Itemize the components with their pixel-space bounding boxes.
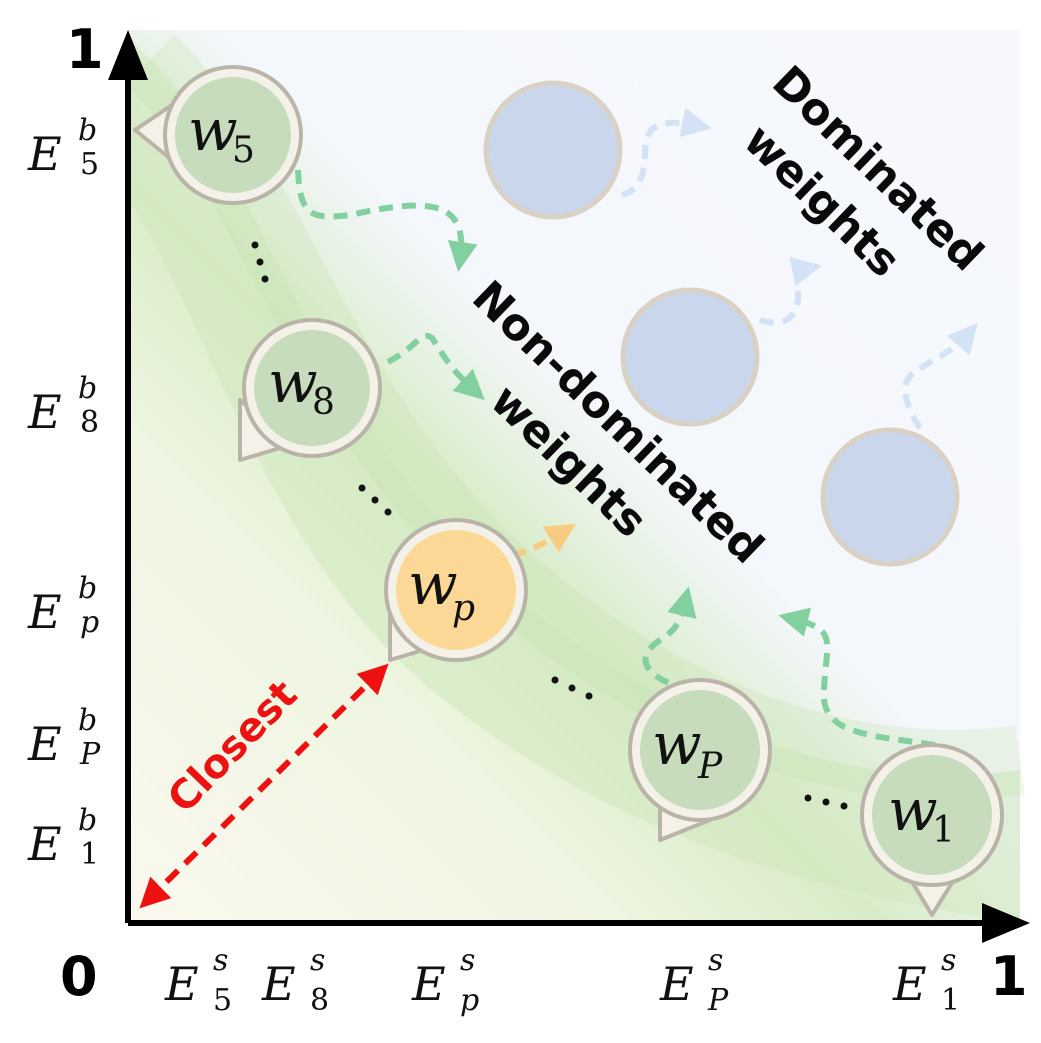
x-axis-end-label: 1 — [990, 945, 1028, 1008]
move-arrow-dominated-2 — [759, 256, 822, 326]
y-tick-label-p: E b p — [27, 571, 99, 640]
weight-pin-w8: w 8 — [238, 318, 382, 462]
dominated-weight — [483, 80, 623, 220]
x-tick-label-5: E s 5 — [164, 943, 232, 1018]
svg-text:E: E — [27, 817, 62, 871]
svg-text:p: p — [80, 605, 99, 640]
svg-text:1: 1 — [80, 837, 99, 872]
move-arrow-w8 — [386, 332, 485, 401]
x-tick-label-P: E s P — [659, 943, 729, 1018]
svg-text:1: 1 — [932, 810, 955, 851]
y-tick-label-5: E b 5 — [27, 113, 99, 182]
x-tick-label-p: E s p — [411, 943, 479, 1018]
x-tick-label-1: E s 1 — [892, 943, 960, 1018]
move-arrow-w5 — [295, 169, 478, 272]
svg-text:E: E — [164, 957, 199, 1011]
svg-text:5: 5 — [232, 130, 255, 171]
svg-text:p: p — [452, 588, 475, 629]
svg-text:s: s — [708, 943, 723, 978]
svg-text:b: b — [78, 703, 97, 738]
svg-text:s: s — [213, 943, 228, 978]
svg-text:w: w — [652, 710, 702, 778]
weight-pin-w1: w 1 — [860, 743, 1004, 917]
move-arrow-w1 — [778, 607, 936, 748]
svg-text:E: E — [659, 957, 694, 1011]
weight-pin-w5: w 5 — [133, 65, 303, 205]
svg-text:s: s — [310, 943, 325, 978]
y-tick-label-1: E b 1 — [27, 803, 99, 872]
svg-text:E: E — [892, 957, 927, 1011]
svg-text:1: 1 — [941, 983, 960, 1018]
svg-text:P: P — [697, 746, 723, 787]
y-tick-label-P: E b P — [27, 703, 101, 772]
closest-arrow — [139, 663, 389, 909]
svg-text:8: 8 — [310, 983, 329, 1018]
move-arrow-wP — [642, 586, 697, 693]
svg-text:5: 5 — [213, 983, 232, 1018]
svg-text:s: s — [460, 943, 475, 978]
svg-text:w: w — [188, 96, 238, 164]
x-tick-label-8: E s 8 — [261, 943, 329, 1018]
svg-text:E: E — [27, 127, 62, 181]
svg-text:E: E — [27, 385, 62, 439]
dominated-weight — [820, 427, 960, 567]
svg-text:E: E — [411, 957, 446, 1011]
svg-text:b: b — [78, 113, 97, 148]
svg-text:b: b — [78, 803, 97, 838]
dominated-weight — [620, 287, 760, 427]
svg-text:8: 8 — [312, 382, 335, 423]
svg-text:w: w — [408, 550, 458, 618]
svg-text:b: b — [78, 371, 97, 406]
svg-text:8: 8 — [80, 405, 99, 440]
ellipsis-dots — [251, 241, 848, 810]
move-arrow-dominated-3 — [902, 322, 978, 430]
svg-text:E: E — [27, 717, 62, 771]
y-tick-label-8: E b 8 — [27, 371, 99, 440]
svg-text:p: p — [460, 983, 479, 1018]
y-axis-end-label: 1 — [66, 18, 104, 81]
svg-text:P: P — [707, 983, 729, 1018]
weight-pin-wp-selected: w p — [384, 518, 528, 662]
y-axis-arrowhead — [108, 30, 148, 80]
svg-text:w: w — [888, 776, 938, 844]
move-arrow-dominated-1 — [620, 107, 712, 198]
svg-text:w: w — [268, 348, 318, 416]
svg-text:P: P — [79, 737, 101, 772]
weight-pin-wP: w P — [628, 678, 772, 842]
svg-text:E: E — [27, 585, 62, 639]
svg-text:E: E — [261, 957, 296, 1011]
svg-text:s: s — [941, 943, 956, 978]
svg-text:5: 5 — [80, 147, 99, 182]
svg-text:b: b — [78, 571, 97, 606]
x-axis-arrowhead — [982, 903, 1030, 943]
origin-label: 0 — [60, 945, 98, 1008]
